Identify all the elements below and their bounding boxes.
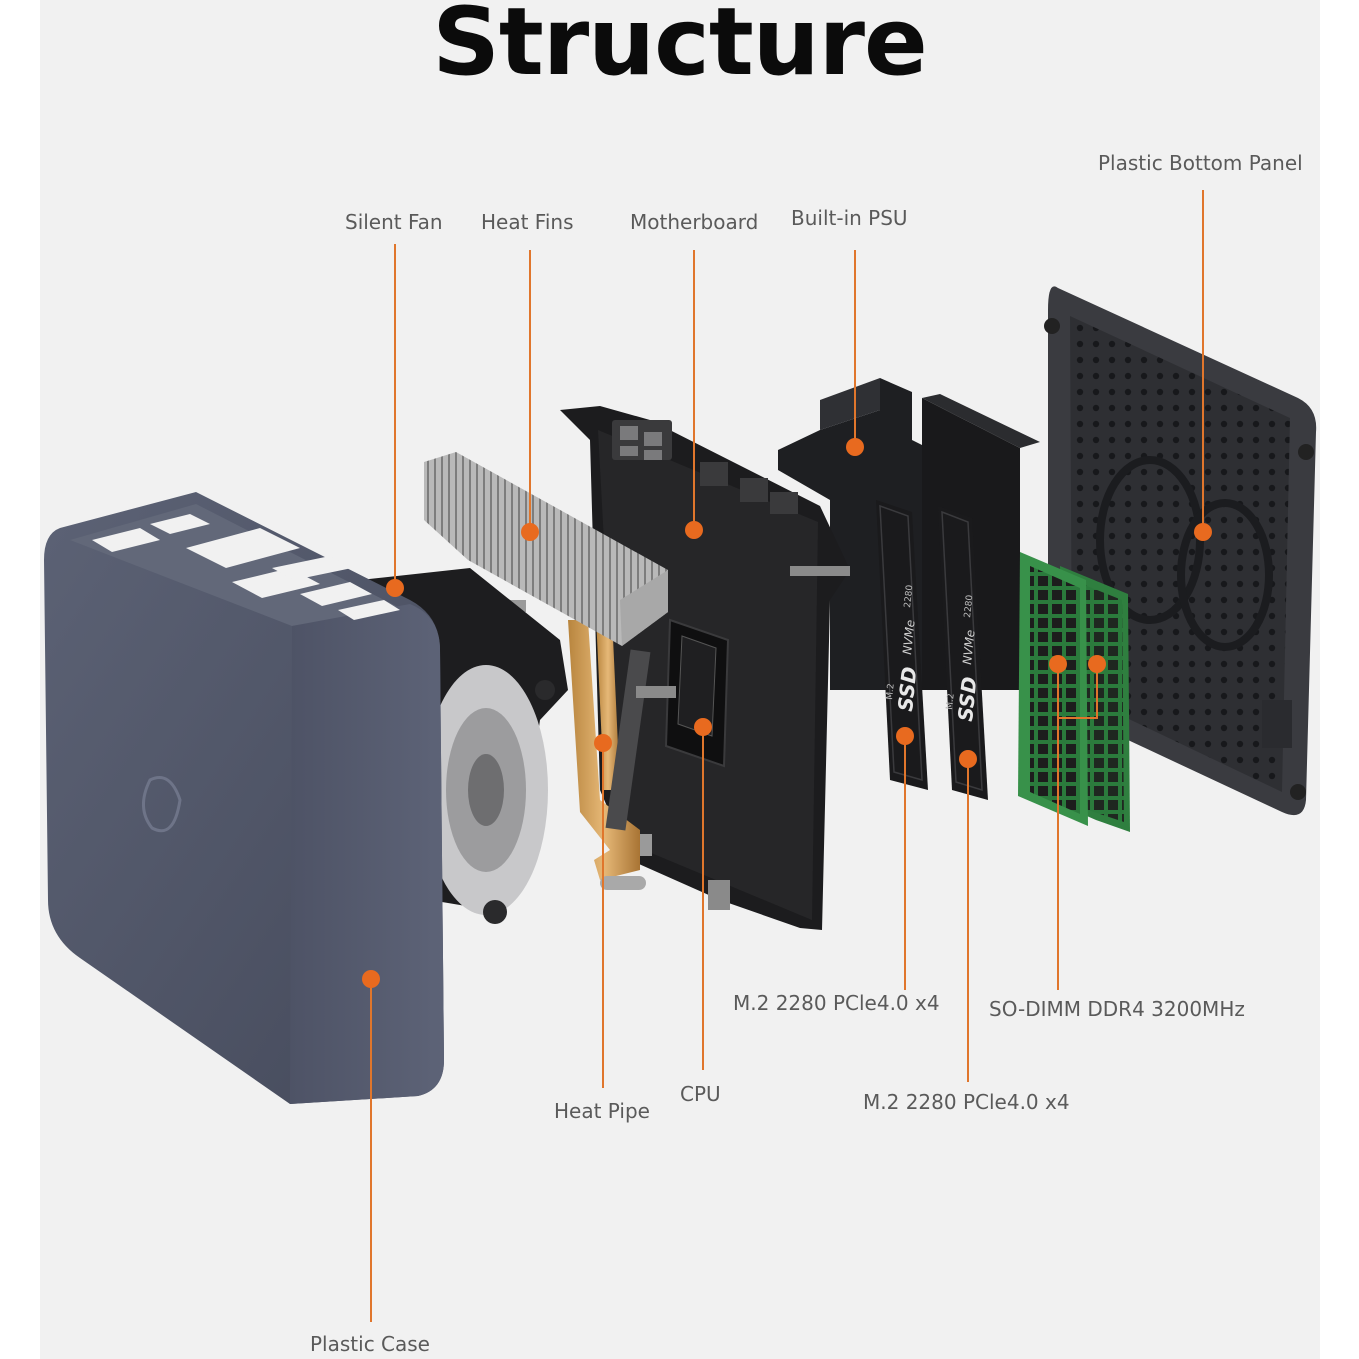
ssd-2-size: 2280: [963, 594, 975, 618]
ssd-1-marking: SSD: [893, 666, 922, 713]
label-so-dimm: SO-DIMM DDR4 3200MHz: [989, 997, 1245, 1021]
ram-dot-1: [1049, 655, 1067, 673]
label-m2-slot-1: M.2 2280 PCle4.0 x4: [733, 991, 940, 1015]
ssd-2-marking: SSD: [953, 676, 982, 723]
ram-part: [1018, 552, 1130, 832]
label-heat-pipe: Heat Pipe: [554, 1099, 650, 1123]
heat-pipe-dot: [594, 734, 612, 752]
label-cpu: CPU: [680, 1082, 721, 1106]
leader-lines: [370, 190, 1204, 1322]
heat-pipe-part: [568, 616, 676, 890]
label-silent-fan: Silent Fan: [345, 210, 443, 234]
ssd-1-dot: [896, 727, 914, 745]
ssd-2-part: SSD NVMe 2280 M.2: [938, 506, 988, 800]
silent-fan-dot: [386, 579, 404, 597]
silent-fan-part: [360, 568, 568, 924]
motherboard-part: [560, 406, 850, 930]
ssd-1-part: SSD NVMe 2280 M.2: [876, 500, 928, 790]
ssd-2-nvme: NVMe: [960, 629, 978, 665]
label-plastic-case: Plastic Case: [310, 1332, 430, 1356]
motherboard-dot: [685, 521, 703, 539]
label-motherboard: Motherboard: [630, 210, 759, 234]
psu-dot: [846, 438, 864, 456]
label-m2-slot-2: M.2 2280 PCle4.0 x4: [863, 1090, 1070, 1114]
label-built-in-psu: Built-in PSU: [791, 206, 908, 230]
ssd-2-m2: M.2: [945, 693, 957, 710]
ssd-2-dot: [959, 750, 977, 768]
ssd-1-nvme: NVMe: [900, 619, 918, 655]
label-plastic-bottom-panel: Plastic Bottom Panel: [1098, 151, 1303, 175]
plastic-case-part: [44, 492, 444, 1104]
heat-fins-dot: [521, 523, 539, 541]
ssd-1-size: 2280: [903, 584, 915, 608]
plastic-case-dot: [362, 970, 380, 988]
callout-dots: [362, 438, 1212, 988]
bottom-panel-dot: [1194, 523, 1212, 541]
ssd-1-m2: M.2: [885, 683, 897, 700]
page-title: Structure: [432, 0, 928, 97]
label-heat-fins: Heat Fins: [481, 210, 574, 234]
ram-dot-2: [1088, 655, 1106, 673]
cpu-dot: [694, 718, 712, 736]
